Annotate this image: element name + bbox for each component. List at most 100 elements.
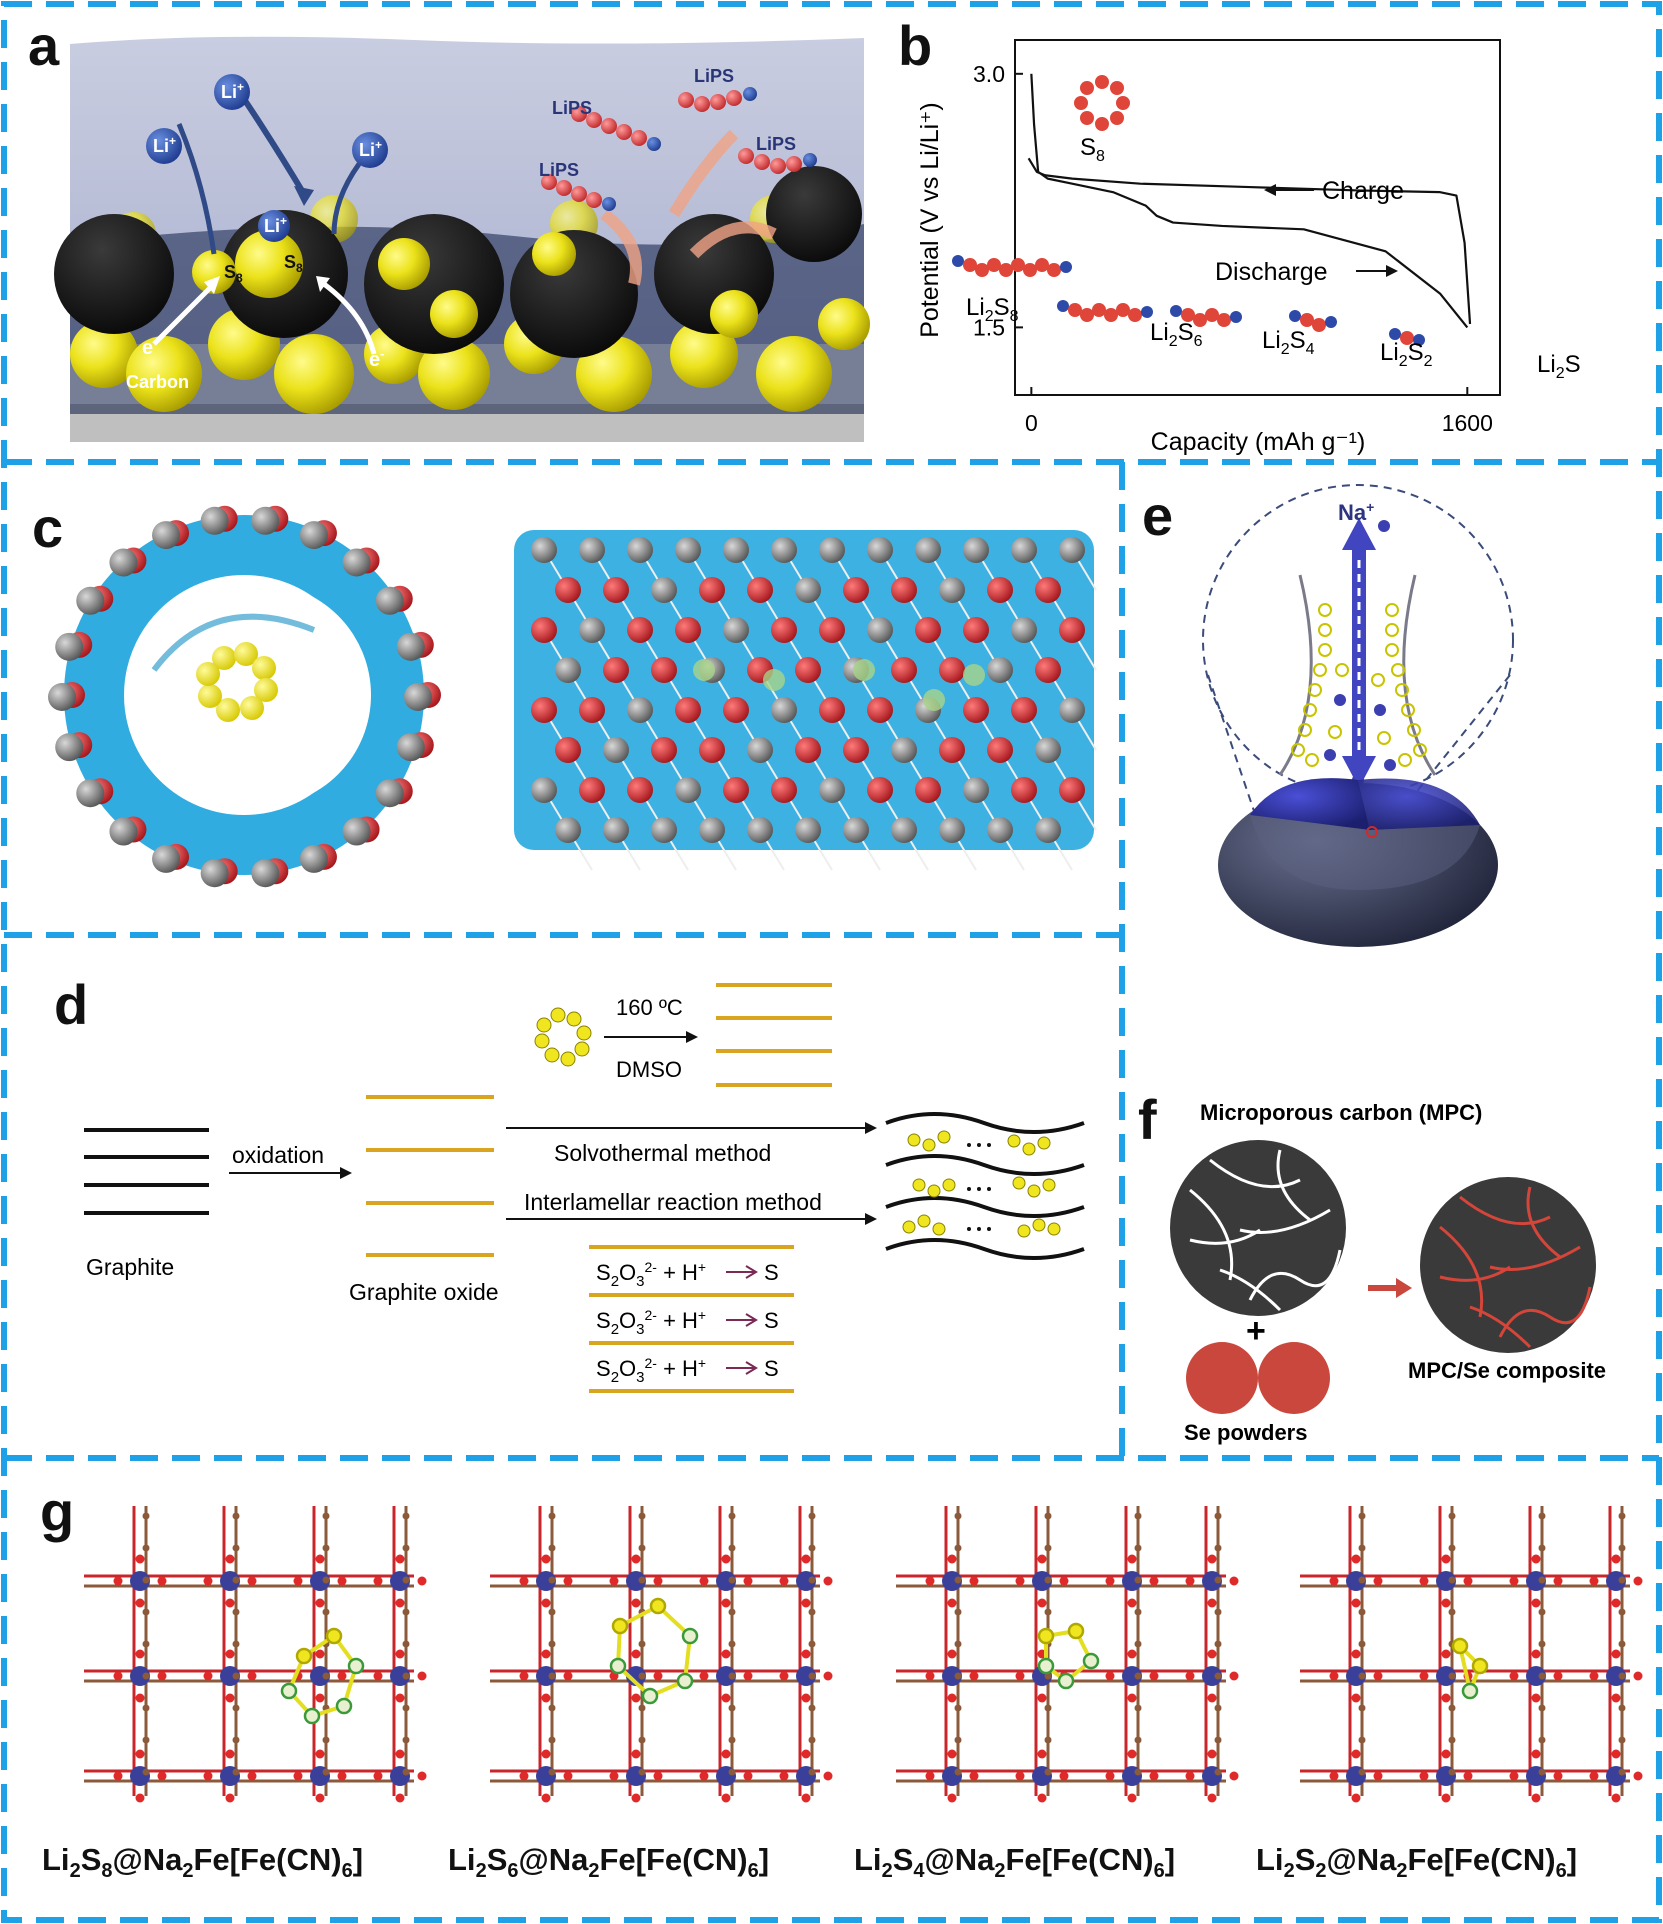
graphite-layers	[84, 1128, 209, 1215]
electron-label-2: e-	[369, 346, 384, 371]
thiosulfate-reaction-2: S2O32- + H+	[596, 1355, 706, 1386]
na-ion-transport-sphere: Na+	[1202, 484, 1514, 947]
solvothermal-label: Solvothermal method	[554, 1140, 771, 1166]
se-powder-2	[1258, 1342, 1330, 1414]
reaction-arrow-1	[726, 1313, 758, 1327]
lips-label-3: LiPS	[694, 66, 734, 86]
mpc-particle	[1170, 1140, 1346, 1316]
species-label-0: Li2S8	[966, 294, 1019, 325]
framework-structure-1	[490, 1506, 833, 1803]
composite-label: MPC/Se composite	[1408, 1358, 1606, 1383]
panel-a-label: a	[28, 14, 60, 77]
x-tick-label: 0	[1025, 410, 1038, 436]
s8-ring-molecule	[196, 642, 278, 722]
polysulfide-chain-4	[1389, 328, 1425, 346]
plot-frame	[1014, 39, 1501, 396]
reaction-product-0: S	[764, 1260, 779, 1285]
se-powder-1	[1186, 1342, 1258, 1414]
panel-g-label: g	[40, 1480, 75, 1543]
y-tick-label: 3.0	[973, 61, 1005, 87]
mpc-se-composite-scheme: Microporous carbon (MPC) + Se powders MP…	[1170, 1100, 1606, 1445]
species-label-1: Li2S6	[1150, 319, 1203, 350]
electron-label-1: e-	[142, 334, 157, 359]
nanotube-side-surface	[514, 530, 1094, 850]
molecule-s8-ring	[1074, 75, 1130, 131]
graphite-oxide-sulfur-scheme: Graphite oxidation Graphite oxide 160 ºC…	[84, 983, 1085, 1393]
li-ion-label-2: Li+	[221, 80, 244, 102]
species-label-2: Li2S4	[1262, 327, 1315, 358]
reaction-product-2: S	[764, 1356, 779, 1381]
nanotube-ring	[64, 515, 424, 875]
polysulfide-chain-3	[1289, 310, 1337, 332]
panel-e: e Na+	[1130, 470, 1655, 955]
series-line-discharge	[1030, 73, 1469, 329]
discharge-arrow	[1356, 265, 1398, 277]
li-ion-label-1: Li+	[153, 134, 176, 156]
panel-a: a	[14, 14, 874, 454]
se-powders-label: Se powders	[1184, 1420, 1307, 1445]
solvent-label: DMSO	[616, 1057, 682, 1082]
x-tick-label: 1600	[1442, 410, 1493, 436]
caption-li2s8: Li2S8@Na2Fe[Fe(CN)6]	[42, 1842, 364, 1883]
interlamellar-label: Interlamellar reaction method	[524, 1189, 822, 1215]
caption-li2s4: Li2S4@Na2Fe[Fe(CN)6]	[854, 1842, 1176, 1883]
s8-label-1: S8	[224, 262, 243, 285]
li-ion-label-4: Li+	[264, 214, 287, 236]
charge-label: Charge	[1322, 177, 1404, 205]
s8-species-label: S8	[1080, 134, 1105, 165]
sulfur-intercalated-layers	[885, 1112, 1085, 1260]
panel-c: c	[14, 470, 1114, 928]
panel-c-label: c	[32, 496, 64, 559]
reaction-arrow-0	[726, 1265, 758, 1279]
voltage-profile-chart: 0 1600 3.0 1.5 Potential (V vs Li/Li⁺) Capa…	[916, 39, 1581, 456]
polysulfide-chain-1	[1057, 300, 1153, 322]
mpc-se-composite-particle	[1420, 1177, 1596, 1353]
caption-li2s6: Li2S6@Na2Fe[Fe(CN)6]	[448, 1842, 770, 1883]
lips-label-2: LiPS	[539, 160, 579, 180]
s8-in-nanotube-structures	[48, 505, 1097, 888]
species-label-4: Li2S	[1537, 351, 1581, 382]
framework-structure-2	[896, 1506, 1239, 1803]
y-axis-label: Potential (V vs Li/Li⁺)	[916, 102, 944, 338]
na-ion-label: Na+	[1338, 499, 1374, 525]
x-axis-label: Capacity (mAh g⁻¹)	[1151, 428, 1366, 456]
panel-b: b 0 1600 3.0 1.5 Potential (V vs Li/Li⁺) Ca…	[880, 10, 1650, 460]
panel-f: f Microporous carbon (MPC) + Se powders …	[1130, 1080, 1655, 1452]
s8-label-2: S8	[284, 252, 303, 275]
discharge-label: Discharge	[1215, 258, 1328, 286]
panel-d: d Graphite oxidation Graphite oxide 160 …	[14, 945, 1114, 1450]
plus-sign: +	[1246, 1312, 1266, 1350]
panel-f-label: f	[1138, 1088, 1157, 1151]
li-s-cathode-illustration: Li+ Li+ Li+ Li+ LiPS LiPS LiPS LiPS S8 S…	[54, 36, 870, 442]
graphite-label: Graphite	[86, 1254, 174, 1280]
lips-label-4: LiPS	[756, 134, 796, 154]
prussian-blue-framework-structures	[84, 1506, 1643, 1803]
panel-g: g Li2S8@Na2Fe[Fe(CN)6] Li2S6@Na2Fe[Fe(CN…	[14, 1466, 1654, 1916]
panel-b-label: b	[898, 14, 933, 77]
s8-molecule	[534, 1007, 592, 1067]
li-ion-label-3: Li+	[359, 138, 382, 160]
thiosulfate-reaction-0: S2O32- + H+	[596, 1259, 706, 1290]
lips-label-1: LiPS	[552, 98, 592, 118]
reaction-arrow-2	[726, 1361, 758, 1375]
temperature-label: 160 ºC	[616, 995, 683, 1020]
carbon-label: Carbon	[126, 372, 189, 392]
oxidation-label: oxidation	[232, 1142, 324, 1168]
reaction-arrow	[1368, 1278, 1412, 1298]
panel-e-label: e	[1142, 484, 1174, 547]
panel-d-label: d	[54, 973, 89, 1036]
polysulfide-chain-2	[1170, 305, 1242, 327]
mpc-title: Microporous carbon (MPC)	[1200, 1100, 1482, 1125]
reaction-product-1: S	[764, 1308, 779, 1333]
polysulfide-chain-0	[952, 255, 1072, 277]
polysulfide-molecules	[952, 255, 1425, 346]
thiosulfate-reaction-1: S2O32- + H+	[596, 1307, 706, 1338]
graphite-oxide-label: Graphite oxide	[349, 1279, 499, 1305]
y-tick-label: 1.5	[973, 314, 1005, 340]
caption-li2s2: Li2S2@Na2Fe[Fe(CN)6]	[1256, 1842, 1578, 1883]
framework-structure-3	[1300, 1506, 1643, 1803]
framework-structure-0	[84, 1506, 427, 1803]
graphite-oxide-layers	[366, 1095, 494, 1257]
charge-arrow	[1264, 184, 1314, 196]
